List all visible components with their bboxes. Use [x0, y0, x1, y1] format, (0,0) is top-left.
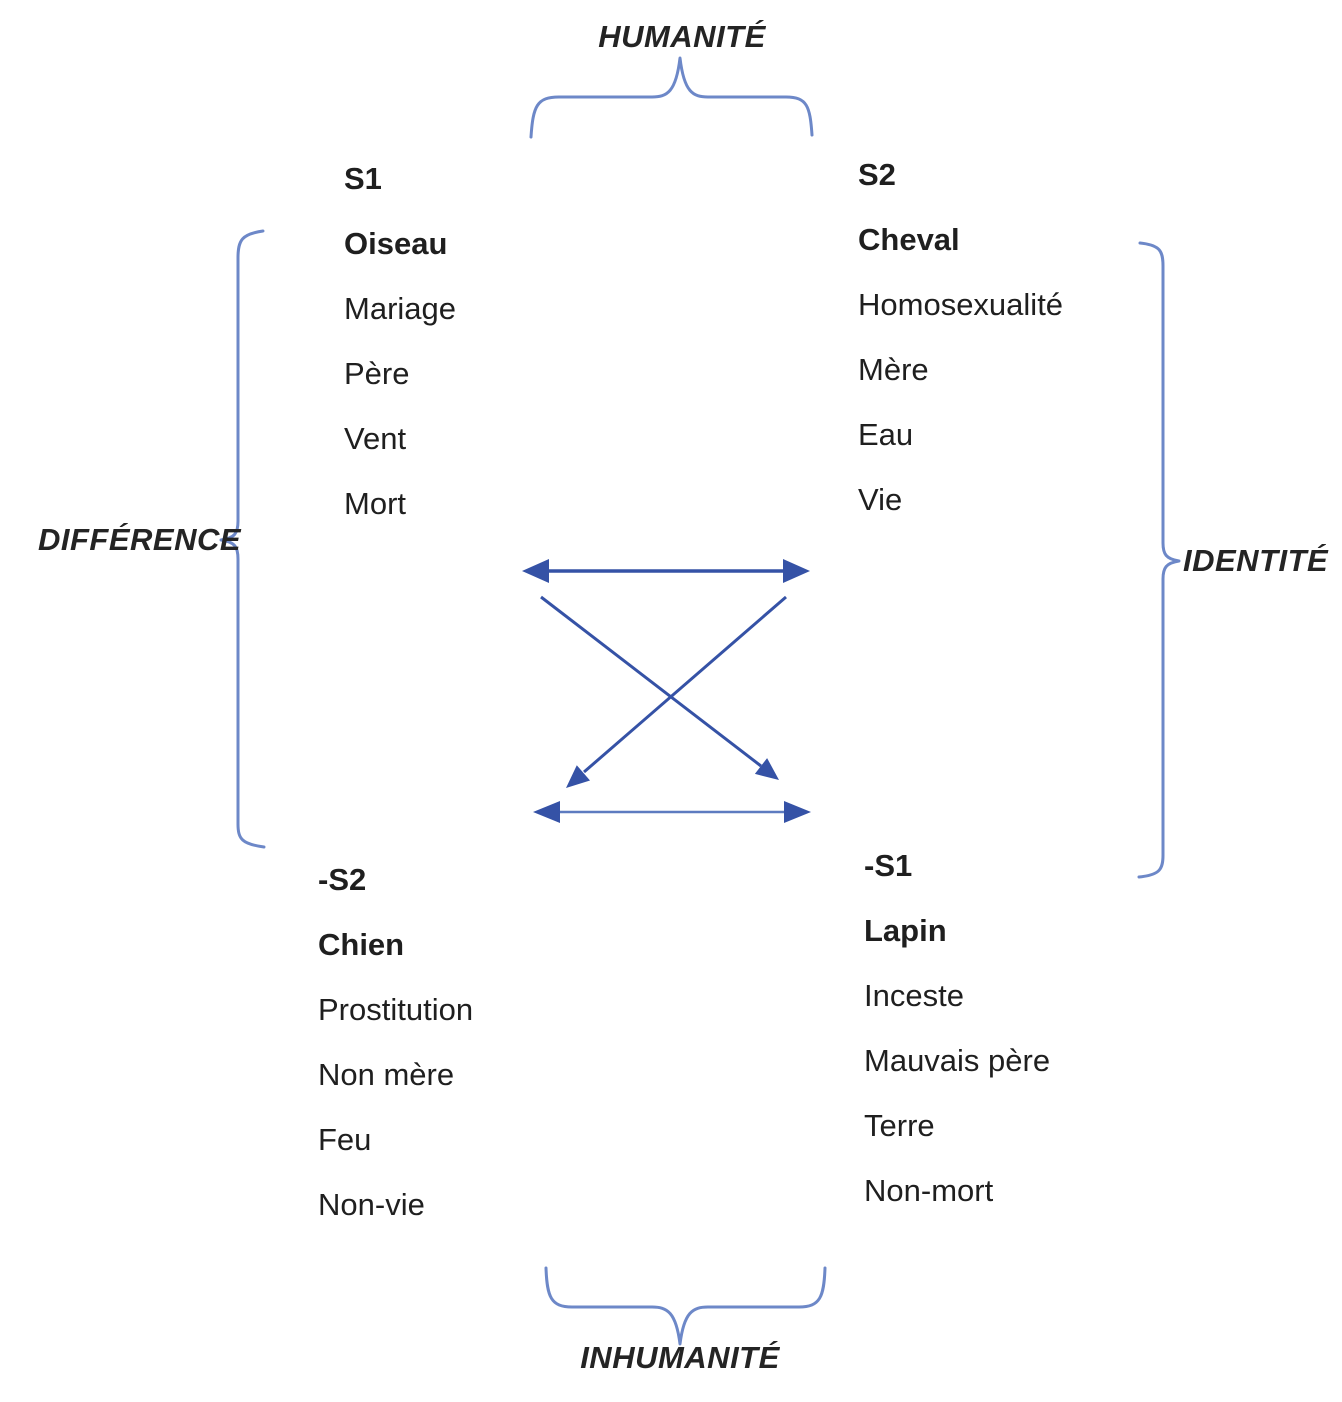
- quadrant-neg-s2-header: -S2: [318, 862, 367, 897]
- top-double-arrow: [522, 559, 810, 583]
- bottom-axis-label: INHUMANITÉ: [580, 1340, 780, 1375]
- quadrant-s2-item: Cheval: [858, 222, 960, 257]
- diagonal-arrow-right-to-left-head: [566, 765, 590, 788]
- quadrant-s1-header: S1: [344, 161, 382, 196]
- quadrant-neg-s2-item: Chien: [318, 927, 405, 962]
- bottom-double-arrow-left-head: [533, 801, 560, 823]
- quadrant-neg-s1: -S1 Lapin Inceste Mauvais père Terre Non…: [864, 833, 1050, 1223]
- quadrant-s1-item: Père: [344, 356, 410, 391]
- diagonal-arrow-right-to-left-line: [583, 595, 787, 774]
- quadrant-s1: S1 Oiseau Mariage Père Vent Mort: [344, 146, 456, 536]
- left-brace: [219, 229, 266, 849]
- quadrant-neg-s1-item: Mauvais père: [864, 1043, 1051, 1078]
- quadrant-neg-s1-item: Inceste: [864, 978, 964, 1013]
- quadrant-s1-item: Mort: [344, 486, 406, 521]
- quadrant-neg-s1-item: Lapin: [864, 913, 947, 948]
- quadrant-s2-item: Homosexualité: [858, 287, 1064, 322]
- quadrant-s2-header: S2: [858, 157, 896, 192]
- quadrant-s1-item: Mariage: [344, 291, 456, 326]
- top-double-arrow-left-head: [522, 559, 549, 583]
- quadrant-neg-s1-header: -S1: [864, 848, 913, 883]
- bottom-double-arrow: [533, 801, 811, 823]
- top-double-arrow-right-head: [783, 559, 810, 583]
- quadrant-s2-item: Eau: [858, 417, 914, 452]
- quadrant-neg-s1-item: Terre: [864, 1108, 935, 1143]
- diagonal-arrow-right-to-left: [566, 595, 787, 788]
- diagonal-arrow-left-to-right-line: [540, 595, 762, 768]
- quadrant-s2-item: Vie: [858, 482, 903, 517]
- quadrant-s1-item: Vent: [344, 421, 407, 456]
- quadrant-s1-item: Oiseau: [344, 226, 448, 261]
- quadrant-neg-s2: -S2 Chien Prostitution Non mère Feu Non-…: [318, 847, 473, 1237]
- diagonal-arrow-left-to-right: [540, 595, 779, 780]
- diagonal-arrow-left-to-right-head: [754, 758, 779, 780]
- quadrant-neg-s2-item: Feu: [318, 1122, 372, 1157]
- top-brace: [529, 56, 814, 139]
- top-axis-label: HUMANITÉ: [598, 19, 766, 54]
- bottom-brace: [544, 1266, 827, 1346]
- quadrant-s2-item: Mère: [858, 352, 929, 387]
- quadrant-neg-s2-item: Prostitution: [318, 992, 474, 1027]
- left-axis-label: DIFFÉRENCE: [38, 522, 242, 557]
- quadrant-neg-s2-item: Non-vie: [318, 1187, 425, 1222]
- right-axis-label: IDENTITÉ: [1183, 543, 1329, 578]
- quadrant-neg-s1-item: Non-mort: [864, 1173, 994, 1208]
- bottom-double-arrow-right-head: [784, 801, 811, 823]
- quadrant-s2: S2 Cheval Homosexualité Mère Eau Vie: [858, 142, 1063, 532]
- right-brace: [1137, 241, 1181, 879]
- quadrant-neg-s2-item: Non mère: [318, 1057, 455, 1092]
